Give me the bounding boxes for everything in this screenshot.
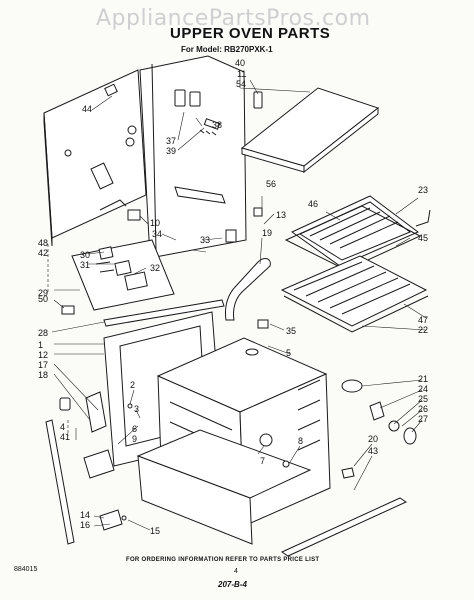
back-panel (127, 55, 247, 259)
callout-22: 22 (418, 325, 428, 335)
callout-26: 26 (418, 404, 428, 414)
top-panel (240, 87, 380, 174)
callout-37: 37 (166, 136, 176, 146)
callout-23: 23 (418, 185, 428, 195)
callout-4: 4 (60, 422, 65, 432)
watermark: AppliancePartsPros.com (96, 6, 371, 31)
callout-15: 15 (150, 526, 160, 536)
callout-7: 7 (260, 456, 265, 466)
callout-43: 43 (368, 446, 378, 456)
callout-10: 10 (150, 218, 160, 228)
leveling-leg (341, 467, 355, 479)
callout-13: 13 (276, 210, 286, 220)
callout-1: 1 (38, 340, 43, 350)
leader-lines (47, 72, 427, 531)
screw-2 (127, 403, 133, 409)
callout-25: 25 (418, 394, 428, 404)
callout-2: 2 (130, 380, 135, 390)
side-trim-left (45, 419, 75, 545)
callout-12: 12 (38, 350, 48, 360)
callout-32: 32 (150, 263, 160, 273)
callout-9: 9 (132, 434, 137, 444)
callout-48: 48 (38, 238, 48, 248)
callout-44: 44 (82, 104, 92, 114)
callout-47: 47 (418, 315, 428, 325)
callout-24: 24 (418, 384, 428, 394)
callout-31: 31 (80, 260, 90, 270)
oven-rack-upper (284, 205, 422, 271)
callout-27: 27 (418, 414, 428, 424)
callout-40: 40 (235, 58, 245, 68)
callout-45: 45 (418, 233, 428, 243)
oven-light-assembly (341, 379, 417, 445)
control-bracket (71, 239, 175, 311)
callout-14: 14 (80, 510, 90, 520)
model-line: For Model: RB270PXK-1 (181, 45, 273, 54)
callout-56: 56 (266, 179, 276, 189)
callout-46: 46 (308, 199, 318, 209)
callout-3: 3 (134, 404, 139, 414)
callout-39: 39 (166, 146, 176, 156)
thermostat-clip (253, 207, 263, 217)
callout-6: 6 (132, 424, 137, 434)
callout-35: 35 (286, 326, 296, 336)
side-panel (43, 69, 147, 247)
oven-rack-lower (280, 255, 429, 333)
callout-16: 16 (80, 520, 90, 530)
callout-20: 20 (368, 434, 378, 444)
callout-18: 18 (38, 370, 48, 380)
oven-bottom (136, 429, 312, 545)
callout-30: 30 (80, 250, 90, 260)
vent-fitting (257, 319, 269, 329)
page-title: UPPER OVEN PARTS (170, 25, 331, 42)
callout-21: 21 (418, 374, 428, 384)
callout-28: 28 (38, 328, 48, 338)
callout-17: 17 (38, 360, 48, 370)
callout-5: 5 (286, 348, 291, 358)
door-hinges (59, 391, 123, 531)
trim-strip (103, 299, 225, 327)
screw-15 (121, 515, 127, 521)
hinge-clip (253, 91, 263, 109)
broil-element (291, 195, 431, 267)
screw-8 (282, 460, 290, 468)
callout-11: 11 (237, 69, 246, 79)
callout-38: 38 (212, 120, 222, 130)
callout-42: 42 (38, 248, 48, 258)
ordering-footer-note: FOR ORDERING INFORMATION REFER TO PARTS … (126, 557, 320, 563)
callout-54: 54 (236, 79, 246, 89)
page-number: 4 (234, 568, 238, 575)
handwritten-stamp: 207-B-4 (218, 580, 247, 589)
callout-8: 8 (298, 436, 303, 446)
callout-41: 41 (60, 432, 70, 442)
callout-19: 19 (262, 228, 272, 238)
callout-34: 34 (152, 229, 162, 239)
vent-tube (225, 258, 271, 321)
callout-50: 50 (38, 294, 48, 304)
trim-clip (61, 305, 75, 315)
side-trim-right (280, 497, 408, 557)
document-code: 884015 (14, 566, 38, 573)
callout-29: 29 (38, 288, 48, 298)
callout-33: 33 (200, 235, 210, 245)
